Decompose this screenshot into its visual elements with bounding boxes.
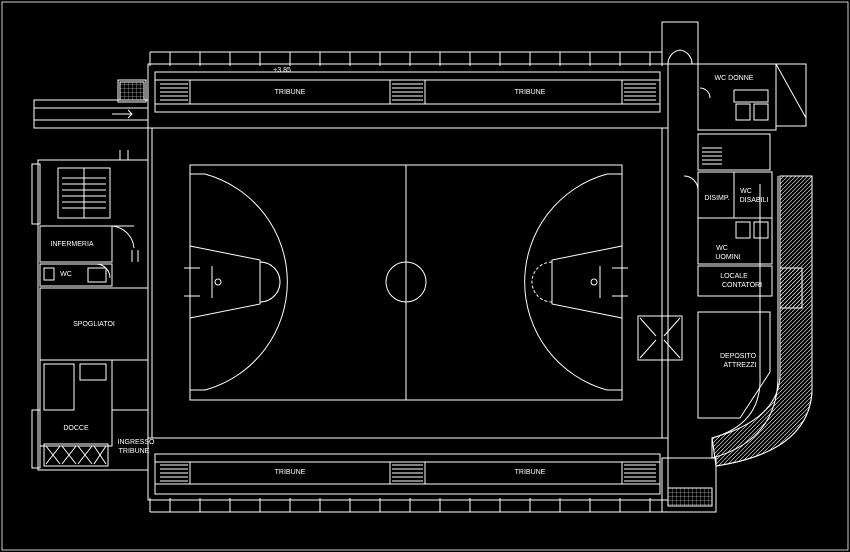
label-ingresso-2: TRIBUNE	[119, 448, 150, 455]
label-deposito-2: ATTREZZI	[724, 362, 757, 369]
curved-facade-hatch	[711, 175, 813, 467]
label-deposito-1: DEPOSITO	[720, 353, 757, 360]
label-tribune-bottom-right: TRIBUNE	[515, 469, 546, 476]
label-docce: DOCCE	[63, 425, 89, 432]
label-wc-donne: WC DONNE	[715, 75, 754, 82]
label-wc-disabili-1: WC	[740, 188, 752, 195]
label-tribune-bottom-left: TRIBUNE	[275, 469, 306, 476]
label-wc-disabili-2: DISABILI	[740, 197, 769, 204]
label-wc-uomini-2: UOMINI	[715, 254, 740, 261]
hall-inner-wall	[151, 127, 663, 439]
label-level-mark: +3.85	[273, 67, 291, 74]
building-outer-wall	[147, 63, 669, 501]
label-tribune-top-left: TRIBUNE	[275, 89, 306, 96]
label-spogliatoi: SPOGLIATOI	[73, 321, 115, 328]
label-ingresso-1: INGRESSO	[118, 439, 156, 446]
left-wing	[31, 150, 149, 471]
label-wc-left: WC	[60, 271, 72, 278]
tribune-top	[149, 51, 663, 113]
tribune-bottom	[149, 453, 663, 513]
label-wc-uomini-1: WC	[716, 245, 728, 252]
label-tribune-top-right: TRIBUNE	[515, 89, 546, 96]
labels: TRIBUNE TRIBUNE TRIBUNE TRIBUNE +3.85 IN…	[50, 67, 768, 476]
label-locale-1: LOCALE	[720, 273, 748, 280]
label-disimp: DISIMP.	[704, 195, 729, 202]
label-infermeria: INFERMERIA	[50, 241, 94, 248]
label-locale-2: CONTATORI	[722, 282, 762, 289]
center-circle	[385, 261, 427, 303]
right-hatch-column	[779, 267, 803, 309]
entrance-corridor	[33, 79, 149, 129]
basketball-court	[184, 164, 628, 401]
